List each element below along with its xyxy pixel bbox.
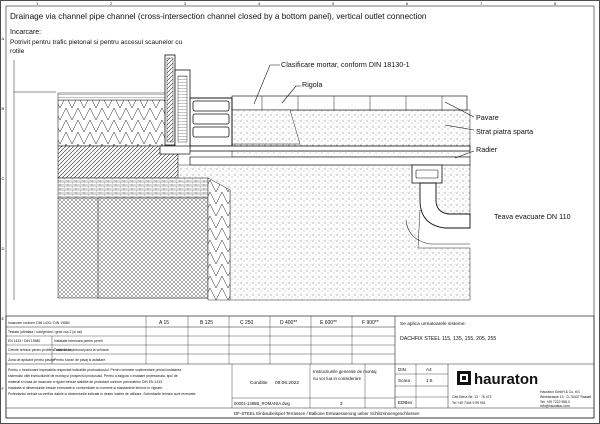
din-label: DIN [398, 367, 406, 372]
installation-notes: Pentru o functionare impecabila respecta… [8, 368, 196, 396]
company-line-1: Hauraton GmbH & Co. KG [540, 390, 580, 394]
roof-insulation [57, 99, 171, 147]
row-test: Testata (ultrafata / sub/ghiduri / grad … [8, 330, 82, 334]
label-teava: Teava evacuare DN 110 [494, 212, 571, 221]
border-mark: 8 [554, 1, 557, 6]
note-line: sistemului cititi instructiunile de mont… [8, 374, 178, 378]
company-line-2: Werkstrasse 13 · D-76437 Rastatt [540, 395, 591, 399]
scale-label: Scara [398, 378, 410, 383]
border-mark: E [2, 316, 5, 321]
load-class: A 15 [159, 320, 169, 326]
border-marks: 1 2 3 4 5 6 7 8 A B C D E F [2, 1, 558, 391]
label-clasificare: Clasificare mortar, conform DIN 18130-1 [281, 60, 410, 69]
border-mark: 7 [480, 1, 483, 6]
border-mark: 1 [36, 1, 39, 6]
title-block [5, 315, 595, 419]
load-class: E 600** [320, 320, 337, 326]
row-zona: Zona de aplicare pentru pavaje [8, 358, 55, 362]
vertical-outlet [405, 164, 471, 245]
conditie-label: Conditie [250, 380, 268, 386]
note-line: Pentru o functionare impecabila respecta… [8, 368, 181, 372]
border-mark: F [2, 386, 5, 391]
roof-membrane [57, 92, 171, 101]
border-mark: C [2, 176, 5, 181]
border-mark: 6 [406, 1, 409, 6]
leader-lines [253, 64, 475, 159]
class-row-label: Incarcare conform DIN 1433 / DIN 19580 [8, 321, 70, 325]
load-class: D 400** [280, 320, 297, 326]
row-pavaj: Pentru lucrari de pavaj si asfaltare [54, 358, 105, 362]
label-rigola: Rigola [302, 80, 322, 89]
load-class: F 900** [362, 320, 379, 326]
hauraton-logo: hauraton [457, 371, 538, 388]
instr-line-2: nu vor lua in considerare [313, 376, 362, 381]
drawing-number: 00001-1385B_ROMANIA.dwg [234, 401, 291, 406]
wall-core [97, 197, 209, 299]
border-mark: 2 [110, 1, 113, 6]
company-line-4: info@hauraton.com [540, 404, 570, 408]
conditie-date: 09.06.2022 [275, 380, 299, 386]
instr-line-1: Instructiunile generale de montaj [313, 369, 376, 374]
cross-section [13, 54, 475, 301]
scale-value: 1:5 [426, 378, 433, 383]
note-line: Instalatia si dimensiunile trebuie execu… [8, 386, 163, 390]
load-class: B 125 [200, 320, 213, 326]
row-trafic: Trafic de la pietonal pana la vehicule [54, 348, 109, 352]
ed-label: EDBev [398, 400, 413, 405]
drawing-title: Drainage via channel pipe channel (cross… [10, 12, 427, 21]
border-mark: A [2, 36, 5, 41]
product-list: DACHFIX STEEL 115, 135, 155, 205, 255 [400, 336, 496, 342]
door-frame [159, 54, 191, 155]
footer-title: DF-STEEL Einbaubeispiel Terrassen / Balk… [234, 411, 420, 416]
load-class: C 250 [240, 320, 254, 326]
label-strat: Strat piatra sparta [476, 127, 533, 136]
note-line: Proiectantul trebuie sa verifice datele … [8, 392, 196, 396]
brand-text: hauraton [474, 371, 538, 388]
row-cerinte: Cerinte tehnice pentru profile si asambl… [8, 348, 72, 352]
radier-slab [189, 156, 471, 166]
border-mark: 5 [332, 1, 335, 6]
border-mark: D [2, 246, 5, 251]
masonry-top [57, 177, 209, 199]
border-mark: B [2, 106, 5, 111]
din-value: A4 [426, 367, 432, 372]
incarcare-label: Incarcare: [10, 29, 41, 36]
incarcare-text-1: Potrivit pentru trafic pietonal si pentr… [10, 39, 183, 46]
note-line: material si clasa de incarcare a rigolei… [8, 380, 163, 384]
company-phone: Tel +49 7444 9 99 901 [452, 401, 486, 405]
perimeter-insulation [207, 177, 231, 301]
label-radier: Radier [476, 145, 498, 154]
incarcare-text-2: rotile [10, 48, 25, 55]
company-address: Carl-Benz-Str. 13 · 76 473 [452, 395, 492, 399]
mortar-bed [231, 109, 301, 145]
border-mark: 3 [184, 1, 187, 6]
row-norm: EN 1433 / DIN 19580 [8, 339, 40, 343]
border-mark: 4 [258, 1, 261, 6]
sheet-number: 3 [340, 401, 343, 406]
load-classes: A 15 B 125 C 250 D 400** E 600** F 900** [159, 320, 379, 326]
supplier-head: Se aplica urmatoarele sisteme: [400, 321, 466, 327]
row-instalatie: Instalatie interioara pentru pereti [54, 339, 103, 343]
label-pavare: Pavare [476, 113, 499, 122]
paving-tiles [231, 95, 468, 111]
drainage-channel [185, 97, 471, 152]
company-line-3: Tel: +49 7222 958-0 [540, 400, 570, 404]
